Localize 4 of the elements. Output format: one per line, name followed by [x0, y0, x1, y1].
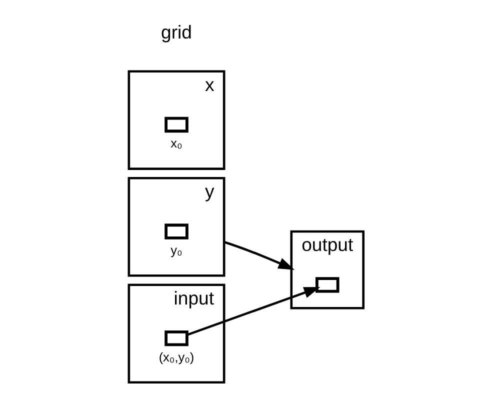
label: grid — [161, 22, 192, 43]
node-label: (x₀,y₀) — [158, 349, 194, 364]
node-label: y₀ — [170, 242, 182, 258]
node-label: x₀ — [170, 136, 182, 151]
